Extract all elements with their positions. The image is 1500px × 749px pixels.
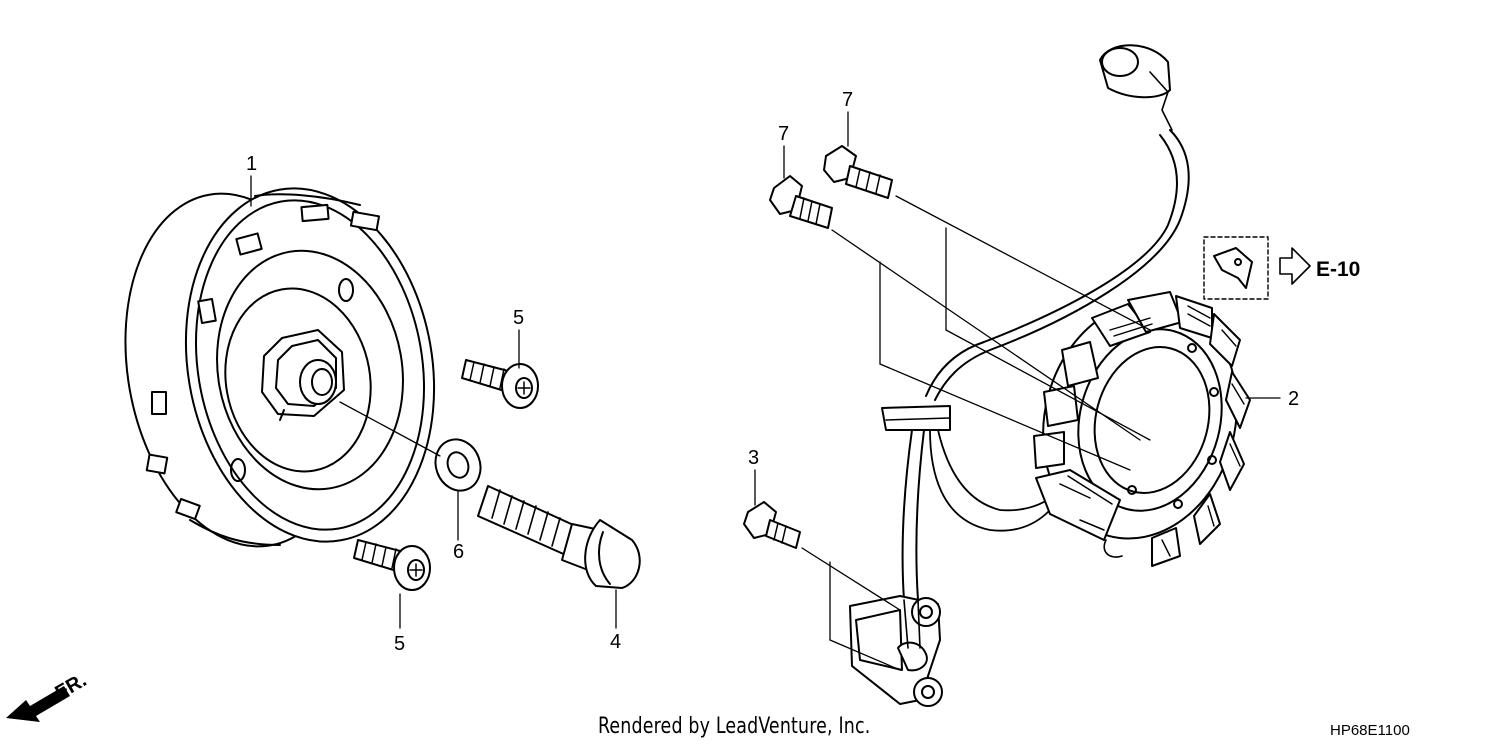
stator-bolt-a[interactable] [769, 175, 833, 229]
pulse-generator-bolt[interactable] [743, 501, 801, 549]
washer[interactable] [428, 433, 487, 497]
callout-7-left: 7 [778, 123, 789, 145]
diagram-code: HP68E1100 [1330, 722, 1410, 739]
reference-arrow [1279, 247, 1311, 285]
callout-4: 4 [610, 631, 621, 653]
callout-7-right: 7 [842, 89, 853, 111]
callout-5-upper: 5 [513, 307, 524, 329]
screw-upper[interactable] [461, 359, 539, 409]
front-direction-arrow [6, 686, 70, 722]
stator-bolt-b[interactable] [823, 145, 893, 199]
flywheel-bolt[interactable] [477, 485, 641, 589]
screw-lower[interactable] [353, 539, 431, 591]
callout-6: 6 [453, 541, 464, 563]
stator-assembly[interactable] [849, 44, 1263, 707]
callout-5-lower: 5 [394, 633, 405, 655]
flywheel[interactable] [99, 169, 461, 565]
reference-label[interactable]: E-10 [1316, 258, 1360, 281]
wire-clip-reference[interactable] [1203, 236, 1269, 300]
callout-2: 2 [1288, 388, 1299, 410]
callout-1: 1 [246, 153, 257, 175]
credit-text: Rendered by LeadVenture, Inc. [598, 714, 871, 739]
callout-3: 3 [748, 447, 759, 469]
leader-lines [250, 111, 1281, 671]
